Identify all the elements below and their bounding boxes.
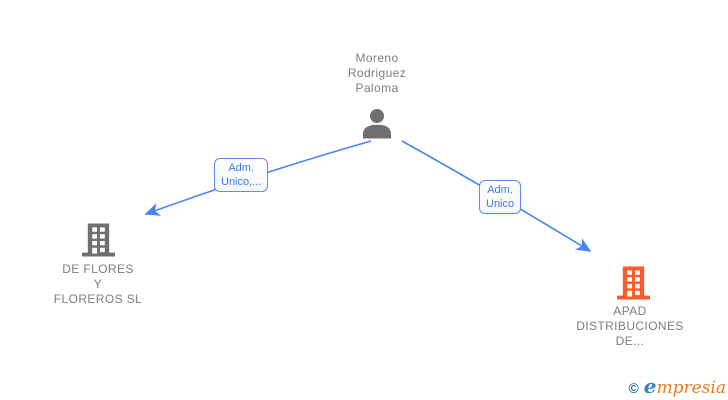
empresia-initial: e (643, 374, 657, 398)
person-node[interactable]: Moreno Rodriguez Paloma (302, 51, 452, 141)
empresia-logo[interactable]: © empresia (628, 374, 726, 398)
company-node-deflores[interactable]: DE FLORES Y FLOREROS SL (28, 223, 168, 313)
person-label: Moreno Rodriguez Paloma (347, 51, 407, 95)
person-icon (361, 108, 393, 144)
building-icon (617, 266, 650, 305)
empresia-wordmark: empresia (644, 374, 726, 398)
copyright-icon: © (628, 380, 639, 396)
company-node-apad[interactable]: APAD DISTRIBUCIONES DE... (560, 266, 700, 356)
company-label: DE FLORES Y FLOREROS SL (53, 262, 143, 306)
edge-label-adm-unico-right: Adm. Unico (479, 180, 522, 214)
building-icon (82, 223, 115, 262)
empresia-rest: mpresia (656, 378, 727, 398)
edge-label-adm-unico-left: Adm. Unico,... (214, 158, 269, 192)
company-label: APAD DISTRIBUCIONES DE... (576, 304, 684, 348)
